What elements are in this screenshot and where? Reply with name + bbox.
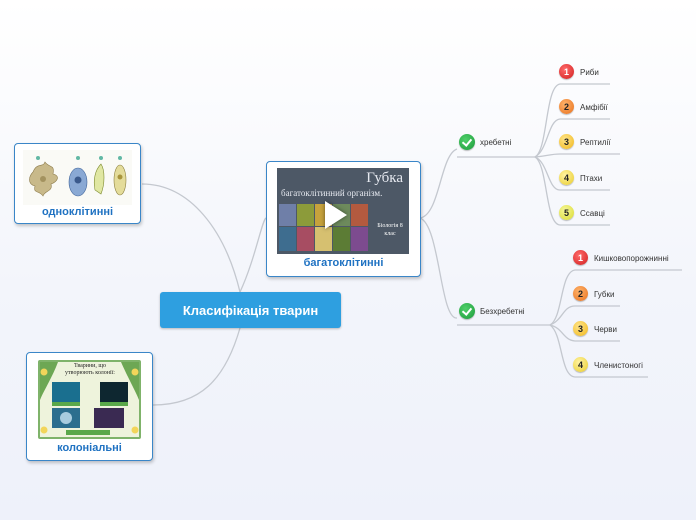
sponge-title: Губка bbox=[366, 170, 403, 186]
vertebrate-item-mammals[interactable]: Ссавці bbox=[580, 209, 605, 218]
vertebrates-label[interactable]: хребетні bbox=[480, 138, 512, 147]
priority-4-icon: 4 bbox=[573, 357, 588, 372]
priority-5-icon: 5 bbox=[559, 205, 574, 220]
sponge-subtitle: багатоклітинний організм. bbox=[281, 188, 383, 198]
invertebrate-item-worms[interactable]: Черви bbox=[594, 325, 617, 334]
invertebrates-check-icon bbox=[459, 303, 475, 319]
vertebrate-item-amphibians[interactable]: Амфібії bbox=[580, 103, 608, 112]
priority-1-icon: 1 bbox=[559, 64, 574, 79]
sponge-video-thumbnail[interactable]: Губка багатоклітинний організм. Біологія… bbox=[277, 168, 409, 254]
unicellular-card[interactable]: одноклітинні bbox=[14, 143, 141, 224]
priority-1-icon: 1 bbox=[573, 250, 588, 265]
unicellular-label: одноклітинні bbox=[41, 206, 114, 218]
root-label: Класифікація тварин bbox=[182, 302, 319, 318]
unicellular-image bbox=[23, 150, 132, 205]
root-node[interactable]: Класифікація тварин bbox=[160, 292, 341, 328]
colonial-card[interactable]: Тварини, що утворюють колонії: колоніаль… bbox=[26, 352, 153, 461]
priority-3-icon: 3 bbox=[559, 134, 574, 149]
priority-2-icon: 2 bbox=[559, 99, 574, 114]
invertebrate-item-arthropods[interactable]: Членистоногі bbox=[594, 361, 643, 370]
multicellular-card[interactable]: Губка багатоклітинний організм. Біологія… bbox=[266, 161, 421, 277]
invertebrate-item-sponges[interactable]: Губки bbox=[594, 290, 615, 299]
colonial-label: колоніальні bbox=[57, 442, 122, 454]
vertebrate-item-fish[interactable]: Риби bbox=[580, 68, 599, 77]
priority-4-icon: 4 bbox=[559, 170, 574, 185]
colonial-image: Тварини, що утворюють колонії: bbox=[38, 360, 141, 439]
vertebrates-check-icon bbox=[459, 134, 475, 150]
invertebrates-label[interactable]: Безхребетні bbox=[480, 307, 525, 316]
priority-2-icon: 2 bbox=[573, 286, 588, 301]
multicellular-label: багатоклітинні bbox=[303, 257, 384, 269]
play-icon[interactable] bbox=[325, 201, 347, 229]
colonial-image-title: Тварини, що утворюють колонії: bbox=[65, 363, 115, 376]
vertebrate-item-birds[interactable]: Птахи bbox=[580, 174, 603, 183]
sponge-note: Біологія 8 клас bbox=[377, 223, 403, 237]
vertebrate-item-reptiles[interactable]: Рептилії bbox=[580, 138, 611, 147]
priority-3-icon: 3 bbox=[573, 321, 588, 336]
invertebrate-item-cnidarians[interactable]: Кишковопорожнинні bbox=[594, 254, 669, 263]
